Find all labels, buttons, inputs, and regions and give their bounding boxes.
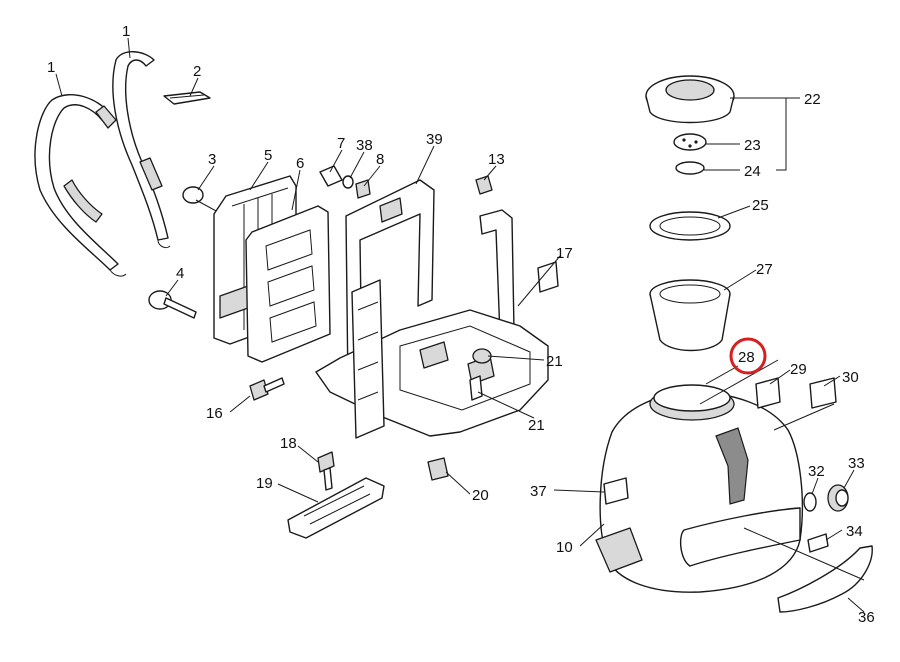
- callout-30: 30: [842, 369, 859, 386]
- callout-22: 22: [804, 91, 821, 108]
- callout-18: 18: [280, 435, 297, 452]
- callout-1: 1: [47, 59, 55, 76]
- part-nut-13: [475, 175, 493, 195]
- leader-lines: [55, 37, 865, 613]
- part-label-17: [537, 261, 559, 293]
- callout-28: 28: [738, 349, 755, 366]
- part-nut-20: [427, 457, 449, 481]
- callout-36: 36: [858, 609, 875, 626]
- part-bracket-19: [287, 477, 385, 539]
- part-cap-33: [827, 484, 849, 512]
- callout-5: 5: [264, 147, 272, 164]
- callout-4: 4: [176, 265, 184, 282]
- part-label-30: [809, 377, 837, 409]
- callout-27: 27: [756, 261, 773, 278]
- part-strap-right: [112, 51, 171, 249]
- callout-24: 24: [744, 163, 761, 180]
- part-screw-4: [148, 290, 197, 319]
- callout-6: 6: [296, 155, 304, 172]
- part-frame: [315, 179, 549, 437]
- part-o-ring-24: [675, 161, 705, 175]
- callout-19: 19: [256, 475, 273, 492]
- part-seal-ring: [649, 211, 731, 241]
- callout-16: 16: [206, 405, 223, 422]
- part-strap-left: [34, 94, 127, 277]
- part-label-34: [807, 533, 829, 553]
- callout-13: 13: [488, 151, 505, 168]
- part-tank-body: [595, 384, 804, 593]
- callout-38: 38: [356, 137, 373, 154]
- callout-37: 37: [530, 483, 547, 500]
- part-label-36: [777, 545, 873, 613]
- callout-32: 32: [808, 463, 825, 480]
- callout-25: 25: [752, 197, 769, 214]
- callout-34: 34: [846, 523, 863, 540]
- callout-7: 7: [337, 135, 345, 152]
- part-fitting-21: [469, 348, 492, 401]
- part-screw-7: [319, 165, 343, 187]
- part-label-37: [603, 477, 629, 505]
- part-buckle: [163, 91, 211, 105]
- callout-17: 17: [556, 245, 573, 262]
- part-bolt-16: [249, 377, 285, 401]
- part-label-29: [755, 377, 781, 409]
- callout-2: 2: [193, 63, 201, 80]
- part-filter-disc: [673, 133, 707, 151]
- callout-3: 3: [208, 151, 216, 168]
- part-washer-38: [342, 175, 354, 189]
- callout-23: 23: [744, 137, 761, 154]
- callout-1: 1: [122, 23, 130, 40]
- part-o-ring-32: [803, 492, 817, 512]
- callout-10: 10: [556, 539, 573, 556]
- part-tank-cap: [645, 75, 735, 124]
- callout-39: 39: [426, 131, 443, 148]
- part-nut-8: [355, 179, 371, 199]
- part-screw-18: [317, 451, 335, 491]
- callout-20: 20: [472, 487, 489, 504]
- callout-labels: 1 1 2 3 4 5 6 7 38 8 39 13 17 21 21 16 1…: [47, 23, 875, 626]
- part-pump-lever: [351, 279, 385, 439]
- part-back-plate: [245, 205, 331, 363]
- callout-33: 33: [848, 455, 865, 472]
- callout-8: 8: [376, 151, 384, 168]
- part-strainer-basket: [649, 279, 731, 352]
- callout-21: 21: [546, 353, 563, 370]
- callout-29: 29: [790, 361, 807, 378]
- highlight-circle: [729, 337, 767, 375]
- callout-21: 21: [528, 417, 545, 434]
